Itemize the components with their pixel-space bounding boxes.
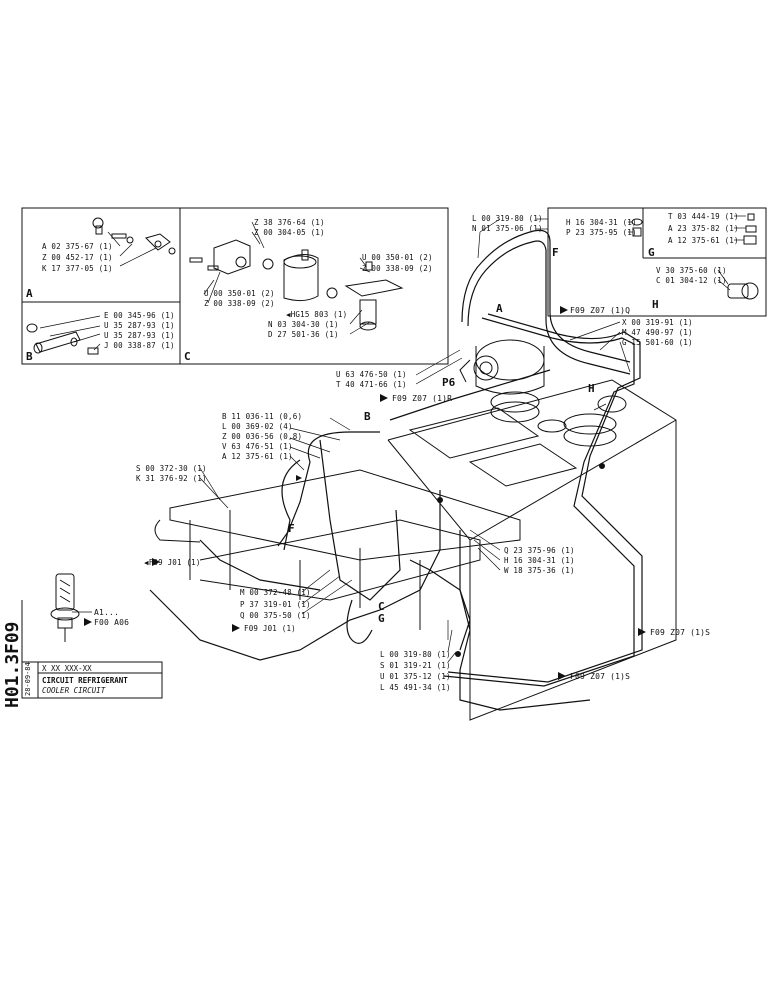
ref-s2: F09 Z07 (1)S <box>570 672 631 681</box>
letter-a: A <box>496 302 503 315</box>
left-mid-label-1: U 63 476-50 (1) <box>336 370 407 379</box>
box-b-letter: B <box>26 350 33 363</box>
letter-h: H <box>588 382 595 395</box>
box-f-part-1: H 16 304-31 (1) <box>566 218 637 227</box>
bottom-center-3: Q 00 375-50 (1) <box>240 611 311 620</box>
ref-mid-r: F09 Z07 (1)R <box>392 394 453 403</box>
letter-f: F <box>288 522 295 535</box>
bottom-right-2: S 01 319-21 (1) <box>380 661 451 670</box>
right-mid-1: Q 23 375-96 (1) <box>504 546 575 555</box>
right-label-2: M 47 490-97 (1) <box>622 328 693 337</box>
side-date: 28-09-84 <box>24 662 32 696</box>
hose-label-3: Z 00 036-56 (0,8) <box>222 432 303 441</box>
box-h-part-2: C 01 304-12 (1) <box>656 276 727 285</box>
box-c-part-9: D 27 501-36 (1) <box>268 330 339 339</box>
left-mid-label-2: T 40 471-66 (1) <box>336 380 407 389</box>
box-c-part-7: ◀HG15 803 (1) <box>286 310 348 319</box>
box-c-part-4: Z 00 338-09 (2) <box>204 299 275 308</box>
box-b-part-2: U 35 287-93 (1) <box>104 321 175 330</box>
bottom-right-1: L 00 319-80 (1) <box>380 650 451 659</box>
letter-b: B <box>364 410 371 423</box>
box-a-letter: A <box>26 287 33 300</box>
ref-left-j01: ◀F09 J01 (1) <box>144 558 201 567</box>
frame-box-fgh <box>547 207 767 317</box>
detail-ref: F00 A06 <box>94 618 130 627</box>
right-label-1: X 00 319-91 (1) <box>622 318 693 327</box>
box-b-part-1: E 00 345-96 (1) <box>104 311 175 320</box>
box-g-part-2: A 23 375-82 (1) <box>668 224 739 233</box>
title-block-frame <box>21 600 163 699</box>
letter-c: C <box>378 600 385 613</box>
bottom-center-2: P 37 319-01 (1) <box>240 600 311 609</box>
hose-label-5: A 12 375-61 (1) <box>222 452 293 461</box>
box-f-part-2: P 23 375-95 (1) <box>566 228 637 237</box>
right-mid-3: W 18 375-36 (1) <box>504 566 575 575</box>
hose-label-4: V 63 476-51 (1) <box>222 442 293 451</box>
box-g-part-3: A 12 375-61 (1) <box>668 236 739 245</box>
right-mid-2: H 16 304-31 (1) <box>504 556 575 565</box>
box-a-part-3: K 17 377-05 (1) <box>42 264 113 273</box>
box-c-part-8: N 03 304-30 (1) <box>268 320 339 329</box>
bottom-right-3: U 01 375-12 (1) <box>380 672 451 681</box>
box-b-part-3: U 35 287-93 (1) <box>104 331 175 340</box>
bottom-right-4: L 45 491-34 (1) <box>380 683 451 692</box>
box-g-letter: G <box>648 246 655 259</box>
box-fgh-parts <box>631 213 759 300</box>
title-fr: CIRCUIT REFRIGERANT <box>42 676 128 685</box>
hose-label-1: B 11 036-11 (0,6) <box>222 412 303 421</box>
title-code: X XX XXX-XX <box>42 664 92 673</box>
box-b-part-4: J 00 338-87 (1) <box>104 341 175 350</box>
hose-label-2: L 00 369-02 (4) <box>222 422 293 431</box>
hoses <box>149 229 643 711</box>
box-c-part-5: U 00 350-01 (2) <box>362 253 433 262</box>
ref-markers <box>84 306 646 680</box>
box-c-part-3: U 00 350-01 (2) <box>204 289 275 298</box>
box-c-part-2: Z 00 304-05 (1) <box>254 228 325 237</box>
tank-body <box>387 379 677 721</box>
frame-box-c <box>179 207 449 365</box>
box-h-part-1: V 30 375-60 (1) <box>656 266 727 275</box>
box-c-part-6: Z 00 338-09 (2) <box>362 264 433 273</box>
box-h-letter: H <box>652 298 659 311</box>
p6-label: P6 <box>442 376 456 389</box>
box-a-part-1: A 02 375-67 (1) <box>42 242 113 251</box>
detail-fitting <box>50 573 80 642</box>
box-a-parts <box>92 217 176 255</box>
ref-bottom-j01: F09 J01 (1) <box>244 624 296 633</box>
title-en: COOLER CIRCUIT <box>42 686 106 695</box>
bottom-center-1: M 00 372-48 (1) <box>240 588 311 597</box>
box-c-letter: C <box>184 350 191 363</box>
detail-a1: A1... <box>94 608 120 617</box>
top-label-2: N 01 375-06 (1) <box>472 224 543 233</box>
top-label-1: L 00 319-80 (1) <box>472 214 543 223</box>
box-f-letter: F <box>552 246 559 259</box>
side-group: F09 <box>2 621 23 654</box>
left-pair-2: K 31 376-92 (1) <box>136 474 207 483</box>
leader-lines <box>39 215 746 663</box>
letter-g: G <box>378 612 385 625</box>
box-c-part-1: Z 38 376-64 (1) <box>254 218 325 227</box>
compressor <box>459 339 545 395</box>
ref-top-q: F09 Z07 (1)Q <box>570 306 631 315</box>
ref-s1: F09 Z07 (1)S <box>650 628 711 637</box>
box-g-part-1: T 03 444-19 (1) <box>668 212 739 221</box>
side-page: H01.3 <box>2 653 23 708</box>
right-label-3: G 15 501-60 (1) <box>622 338 693 347</box>
box-a-part-2: Z 00 452-17 (1) <box>42 253 113 262</box>
left-pair-1: S 00 372-30 (1) <box>136 464 207 473</box>
